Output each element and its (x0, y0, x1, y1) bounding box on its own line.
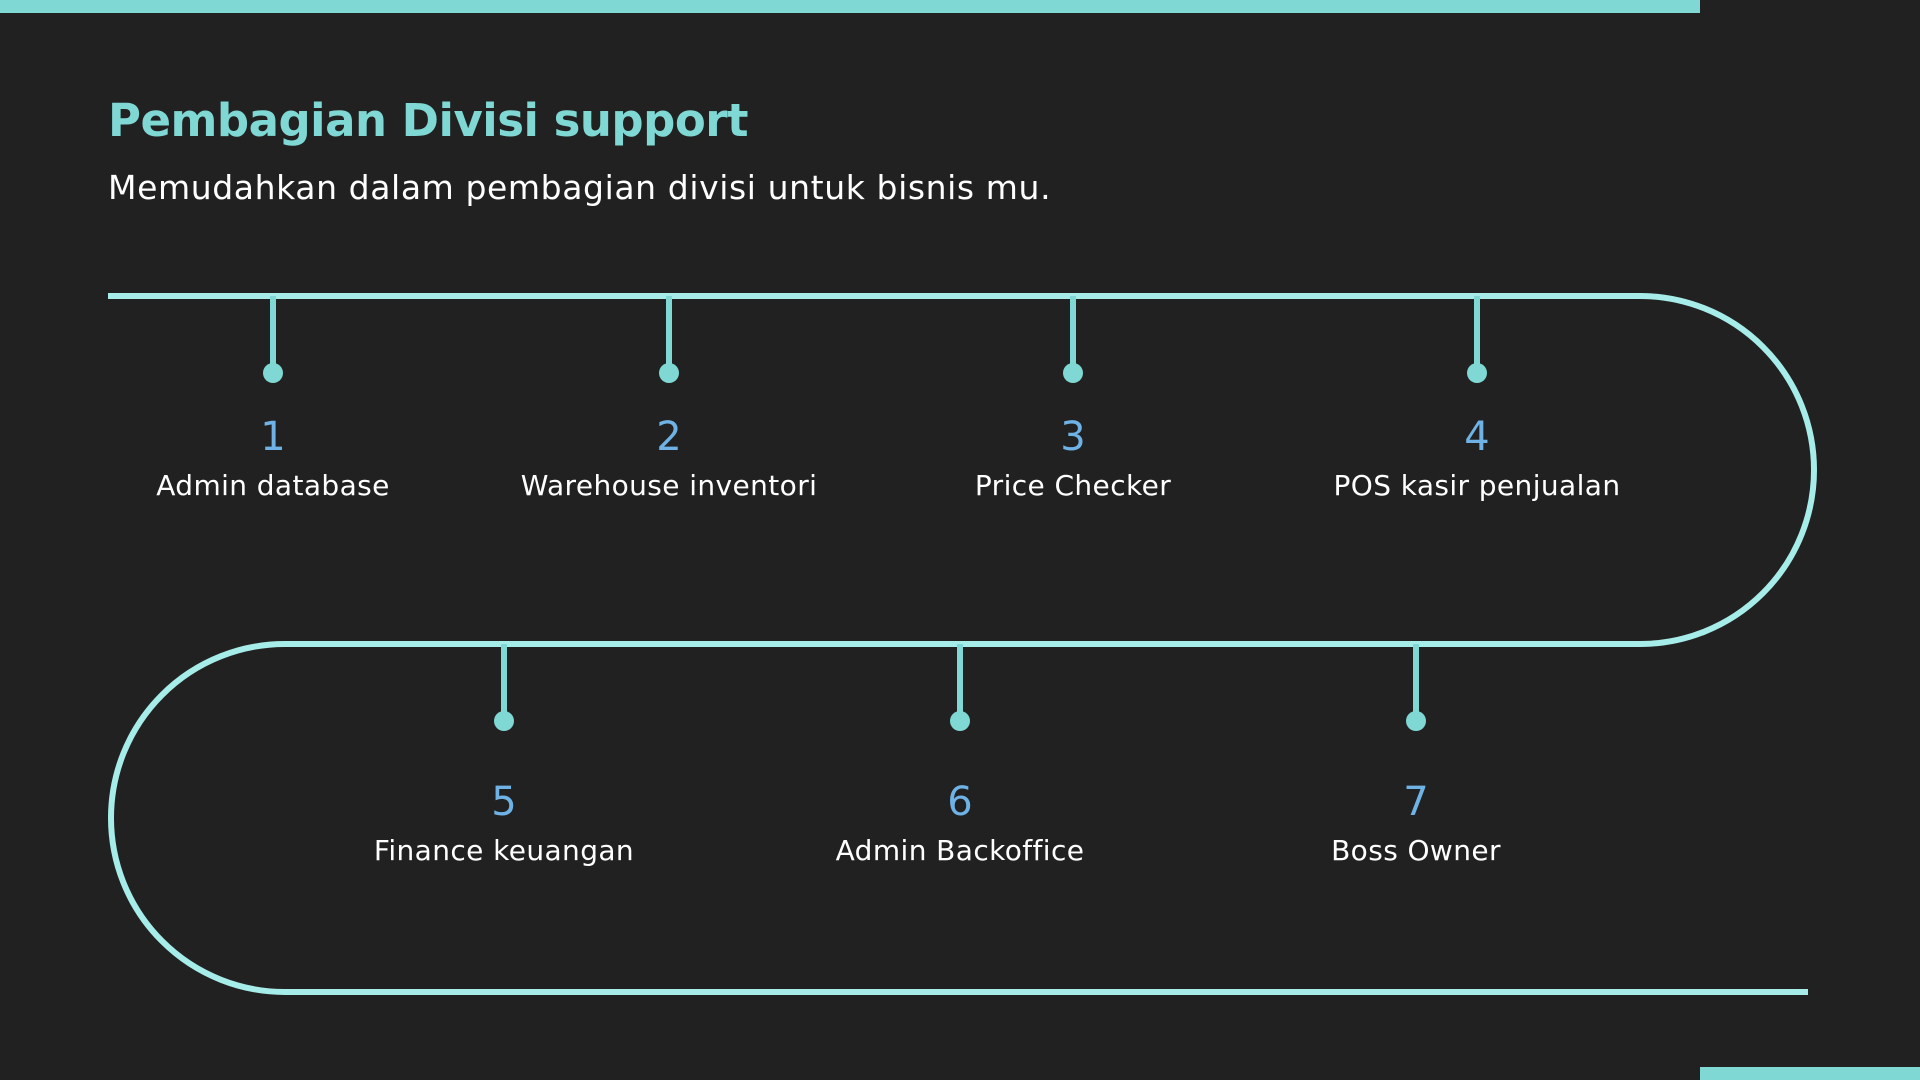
step-3: 3 Price Checker (873, 413, 1273, 503)
step-number: 7 (1403, 779, 1429, 825)
step-number: 2 (656, 414, 682, 460)
step-6: 6 Admin Backoffice (760, 778, 1160, 868)
step-label: Finance keuangan (373, 834, 635, 867)
top-accent-bar (0, 0, 1700, 13)
step-label: Admin Backoffice (835, 834, 1085, 867)
step-number: 3 (1060, 414, 1086, 460)
step-number: 5 (491, 779, 517, 825)
step-label: Admin database (156, 469, 390, 502)
step-marker-3 (1063, 296, 1083, 383)
step-4: 4 POS kasir penjualan (1277, 413, 1677, 503)
step-2: 2 Warehouse inventori (469, 413, 869, 503)
step-1: 1 Admin database (73, 413, 473, 503)
step-marker-4 (1467, 296, 1487, 383)
step-7: 7 Boss Owner (1216, 778, 1616, 868)
step-label: POS kasir penjualan (1333, 469, 1621, 502)
step-label: Price Checker (974, 469, 1172, 502)
page-subtitle: Memudahkan dalam pembagian divisi untuk … (108, 168, 1052, 207)
step-number: 4 (1464, 414, 1490, 460)
bottom-accent-bar (1700, 1067, 1920, 1080)
step-marker-6 (950, 644, 970, 731)
step-marker-2 (659, 296, 679, 383)
step-number: 1 (260, 414, 286, 460)
page-title: Pembagian Divisi support (108, 94, 748, 147)
step-label: Warehouse inventori (520, 469, 818, 502)
step-label: Boss Owner (1331, 834, 1501, 867)
step-marker-5 (494, 644, 514, 731)
step-5: 5 Finance keuangan (304, 778, 704, 868)
step-number: 6 (947, 779, 973, 825)
step-marker-7 (1406, 644, 1426, 731)
step-marker-1 (263, 296, 283, 383)
